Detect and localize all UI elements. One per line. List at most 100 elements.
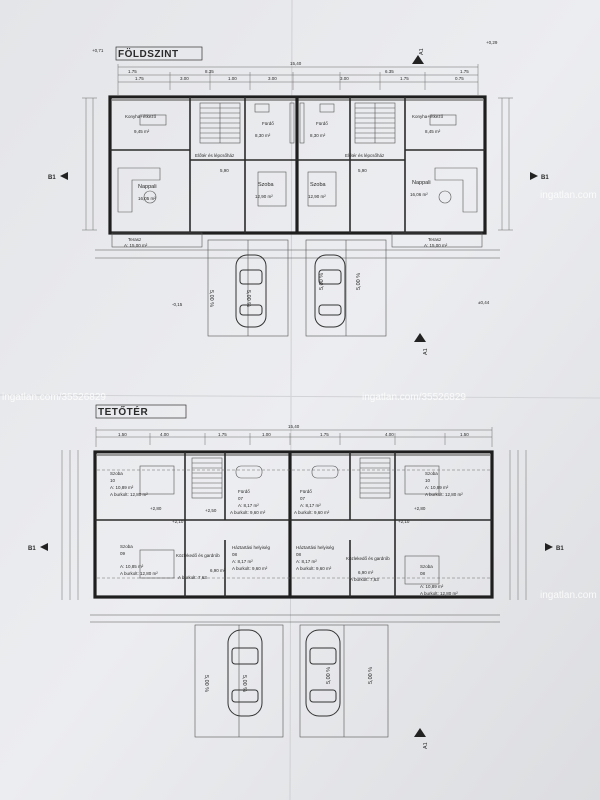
watermark-middle-left: ingatlan.com/35526829	[2, 392, 106, 403]
ground-floor-title-box	[115, 46, 203, 61]
at-dim-2: 4.00	[160, 432, 169, 437]
at-room08-right-num: 08	[420, 571, 426, 576]
gf-room-hall-right-name: Előtér és lépcsőház	[345, 153, 385, 158]
at-room09-left-name: Szoba	[120, 544, 133, 549]
gf-slope-2: 5,00 %	[245, 290, 251, 307]
gf-dim-2: 8.35	[205, 69, 214, 74]
at-level-c-right: +2,10	[398, 519, 410, 524]
at-room10-left-name: Szoba	[110, 471, 123, 476]
svg-text:B1: B1	[48, 175, 56, 181]
at-room10-left-burk: A burkolt: 12,80 m²	[110, 492, 148, 497]
at-util-right-name: Háztartási helyiség	[296, 545, 335, 550]
at-room10-left-num: 10	[110, 478, 116, 483]
attic-driveway	[90, 614, 500, 738]
gf-section-mark-bottom: A1	[414, 333, 429, 355]
gf-section-mark-left: B1	[48, 172, 68, 181]
at-bath07-left-num: 07	[238, 496, 244, 501]
at-level-a-right: +2,80	[414, 506, 426, 511]
svg-text:B1: B1	[556, 546, 564, 552]
at-bath07-right-burk: A burkolt: 9,60 m²	[294, 510, 330, 515]
at-landing-right-name: Közlekedő és gardrób	[346, 556, 390, 561]
gf-terrace-outline	[95, 232, 500, 259]
gf-bath-fixtures	[139, 102, 457, 144]
gf-staircase-left	[199, 102, 241, 144]
attic-staircase-left	[191, 457, 223, 499]
gf-room-kitchen-left-area: 9,45 m²	[134, 129, 150, 134]
gf-level-bottom-left: -0,15	[172, 302, 183, 307]
at-room09-left-area: A: 10,85 m²	[120, 564, 144, 569]
gf-car-left	[235, 254, 267, 328]
gf-dim-1: 1.75	[128, 69, 137, 74]
gf-room-kitchen-left-name: Konyha+étkező	[125, 114, 157, 119]
at-room10-right-name: Szoba	[425, 471, 438, 476]
svg-text:A1: A1	[419, 48, 425, 55]
gf-terrace-right-area: A: 15,00 m²	[424, 243, 448, 248]
attic-car-left	[227, 629, 263, 717]
at-level-c-left: +2,10	[172, 519, 184, 524]
paper-fold	[289, 0, 293, 800]
gf-room-bath-right-name: Fürdő	[316, 121, 328, 126]
at-landing-left-name: Közlekedő és gardrób	[176, 553, 220, 558]
at-room09-left-burk: A burkolt: 12,80 m²	[120, 571, 158, 576]
ground-floor-title: FÖLDSZINT	[118, 47, 179, 60]
at-dim-5: 1.75	[320, 432, 329, 437]
at-dim-4: 1.00	[262, 432, 271, 437]
at-util-left-name: Háztartási helyiség	[232, 545, 271, 550]
at-room10-right-num: 10	[425, 478, 431, 483]
at-dim-7: 1.50	[460, 432, 469, 437]
at-util-left-burk: A burkolt: 9,60 m²	[232, 566, 268, 571]
attic-plan: TETŐTÉR 15,40 1.50 4.00 1.75 1.00 1.75 4…	[28, 404, 564, 749]
gf-slope-3: 5,00 %	[319, 273, 325, 290]
at-dim-6: 4.00	[385, 432, 394, 437]
gf-sofa-right	[434, 167, 478, 213]
watermark-top-right: ingatlan.com	[540, 190, 597, 201]
gf-internal-walls	[110, 97, 485, 233]
at-level-b-left: +2,50	[205, 508, 217, 513]
svg-text:B1: B1	[28, 546, 36, 552]
gf-side-dimensions	[82, 97, 513, 231]
at-bath07-left-area: A: 8,17 m²	[238, 503, 259, 508]
gf-room-kitchen-right-area: 8,45 m²	[425, 129, 441, 134]
gf-section-mark-top: A1	[412, 48, 425, 64]
at-bath07-left-name: Fürdő	[238, 489, 250, 494]
at-util-right-num: 08	[296, 552, 302, 557]
gf-level-bottom-right: ±0,44	[478, 300, 490, 305]
ground-floor-plan: FÖLDSZINT 15,40 1.75 8.35 6.35 1.75 1.75…	[48, 40, 549, 355]
at-util-left-num: 08	[232, 552, 238, 557]
gf-subdim-4: 3.00	[268, 76, 277, 81]
gf-subdim-5: 3.00	[340, 76, 349, 81]
gf-room-room-left-area: 12,90 m²	[255, 194, 273, 199]
gf-room-bath-right-area: 8,30 m²	[310, 133, 326, 138]
attic-side-dimensions	[61, 450, 527, 600]
at-dim-3: 1.75	[218, 432, 227, 437]
at-bath07-left-burk: A burkolt: 9,60 m²	[230, 510, 266, 515]
attic-section-mark-right: B1	[545, 543, 564, 552]
gf-slope-1: 5,00 %	[208, 290, 214, 307]
at-slope-4: 5,00 %	[368, 667, 374, 684]
gf-room-room-left-name: Szoba	[258, 182, 275, 188]
gf-room-room-right-area: 12,90 m²	[308, 194, 326, 199]
gf-subdim-1: 1.75	[135, 76, 144, 81]
at-room09-left-num: 09	[120, 551, 126, 556]
at-bath07-right-area: A: 8,17 m²	[300, 503, 321, 508]
gf-room-living-right-name: Nappali	[412, 180, 431, 186]
svg-text:A1: A1	[423, 742, 429, 749]
at-room08-right-area: A: 10,89 m²	[420, 584, 444, 589]
gf-subdim-6: 1.75	[400, 76, 409, 81]
gf-room-living-right-area: 16,06 m²	[410, 192, 428, 197]
attic-beds	[139, 465, 440, 585]
attic-staircase-right	[359, 457, 391, 499]
gf-room-hall-left-name: Előtér és lépcsőház	[195, 153, 235, 158]
attic-outer-wall	[93, 450, 494, 599]
gf-subdim-2: 3.00	[180, 76, 189, 81]
ground-floor-dimension-chain: 15,40 1.75 8.35 6.35 1.75 1.75 3.00 1.00…	[117, 61, 479, 95]
gf-driveway	[207, 239, 387, 337]
at-room10-left-area: A: 10,89 m²	[110, 485, 134, 490]
at-bath07-right-num: 07	[300, 496, 306, 501]
gf-room-kitchen-right-name: Konyha+étkező	[412, 114, 444, 119]
attic-total-width: 15,40	[288, 424, 300, 429]
watermark-bottom-right: ingatlan.com	[540, 590, 597, 601]
ground-floor-total-width: 15,40	[290, 61, 302, 66]
gf-terrace-left-area: A: 15,00 m²	[124, 243, 148, 248]
